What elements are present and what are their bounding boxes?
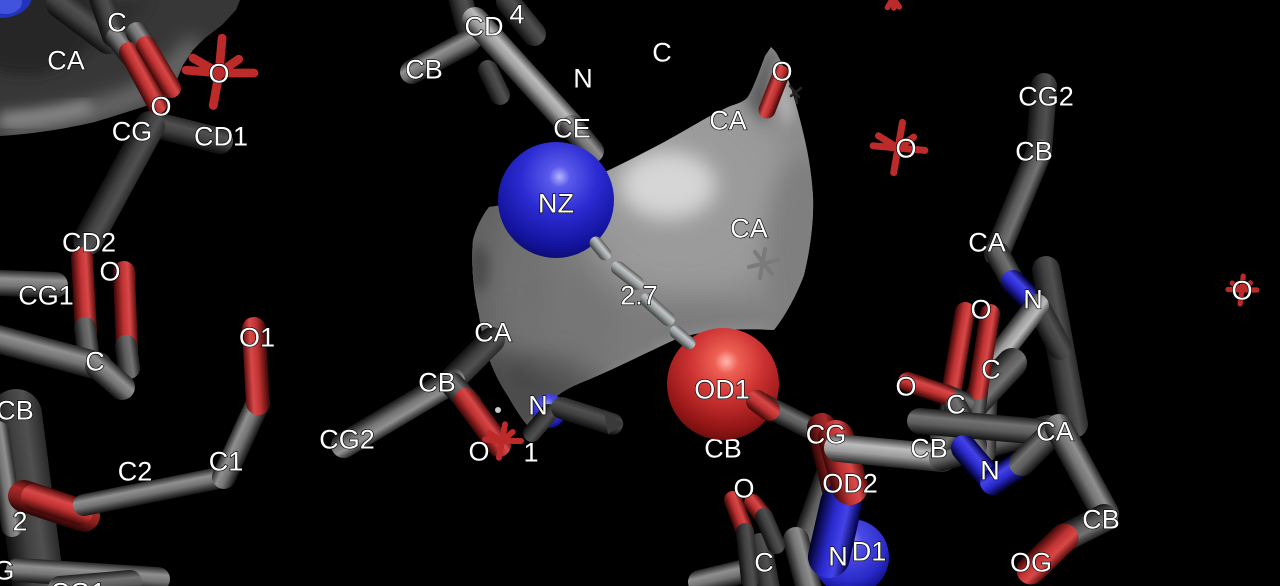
svg-text:O1: O1: [239, 323, 275, 353]
svg-text:O: O: [895, 372, 916, 402]
svg-text:OD2: OD2: [822, 469, 878, 499]
svg-text:OG: OG: [1010, 548, 1052, 578]
svg-text:N: N: [573, 64, 593, 94]
svg-text:N: N: [1023, 285, 1043, 315]
svg-text:CB: CB: [1082, 505, 1120, 535]
svg-text:C2: C2: [118, 457, 153, 487]
svg-text:N: N: [828, 542, 848, 572]
svg-text:CA: CA: [968, 228, 1006, 258]
svg-text:2.7: 2.7: [620, 281, 658, 311]
svg-text:CD: CD: [465, 12, 504, 42]
svg-text:NZ: NZ: [538, 189, 574, 219]
svg-text:CB: CB: [910, 434, 948, 464]
svg-text:G: G: [0, 556, 15, 586]
svg-text:CG2: CG2: [1018, 82, 1074, 112]
svg-text:O: O: [895, 134, 916, 164]
svg-text:O: O: [970, 295, 991, 325]
svg-text:CD1: CD1: [194, 122, 248, 152]
svg-text:CE: CE: [553, 114, 591, 144]
svg-text:CG1: CG1: [18, 281, 74, 311]
svg-text:CG2: CG2: [319, 425, 375, 455]
svg-text:D1: D1: [852, 537, 887, 567]
svg-text:O: O: [733, 474, 754, 504]
svg-text:OD1: OD1: [694, 375, 750, 405]
svg-text:CA: CA: [47, 46, 85, 76]
svg-text:1: 1: [523, 438, 538, 468]
svg-text:CD2: CD2: [62, 228, 116, 258]
svg-text:CB: CB: [0, 396, 34, 426]
svg-text:C: C: [946, 390, 966, 420]
svg-text:C: C: [107, 8, 127, 38]
svg-text:CB: CB: [418, 368, 456, 398]
svg-text:CA: CA: [730, 214, 768, 244]
svg-text:CG: CG: [112, 117, 153, 147]
svg-text:C: C: [754, 548, 774, 578]
svg-text:2: 2: [12, 507, 27, 537]
svg-text:C: C: [981, 355, 1001, 385]
svg-text:O: O: [771, 57, 792, 87]
svg-text:O: O: [468, 437, 489, 467]
svg-text:CB: CB: [1015, 137, 1053, 167]
svg-text:CA: CA: [1036, 417, 1074, 447]
svg-text:CG1: CG1: [50, 578, 106, 586]
svg-text:CG: CG: [806, 420, 847, 450]
svg-text:CA: CA: [709, 106, 747, 136]
svg-text:C1: C1: [209, 447, 244, 477]
svg-text:C: C: [652, 38, 672, 68]
svg-text:C: C: [85, 347, 105, 377]
svg-text:CB: CB: [405, 55, 443, 85]
svg-text:O: O: [208, 59, 229, 89]
svg-text:O: O: [150, 92, 171, 122]
svg-text:CA: CA: [474, 318, 512, 348]
svg-text:O: O: [1231, 276, 1252, 306]
svg-text:N: N: [528, 391, 548, 421]
svg-text:N: N: [980, 456, 1000, 486]
svg-text:4: 4: [509, 0, 524, 30]
svg-text:O: O: [99, 257, 120, 287]
